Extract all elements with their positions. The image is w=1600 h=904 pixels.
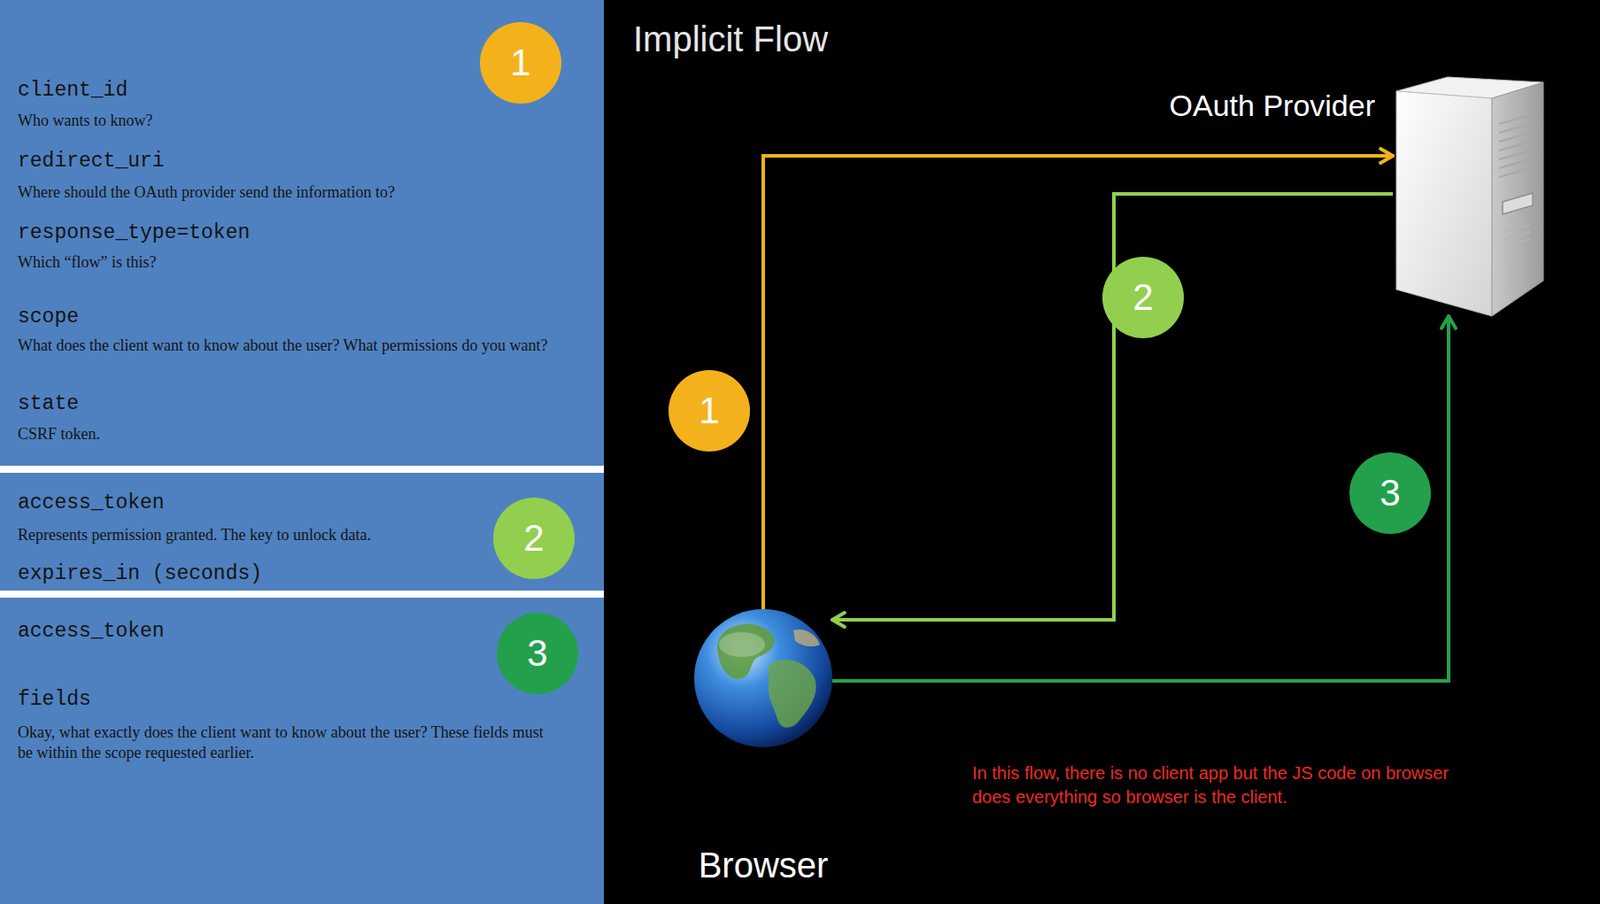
parameter-name: access_token [17, 618, 165, 644]
flow-arrow [832, 316, 1456, 681]
flow-line [832, 316, 1449, 681]
parameter-name: client_id [17, 77, 128, 103]
parameter-description: CSRF token. [17, 424, 549, 445]
arrow-head [1441, 316, 1449, 329]
parameter-name: redirect_uri [17, 148, 165, 174]
parameter-description: Who wants to know? [17, 110, 549, 132]
server-node: OAuth Provider [1392, 71, 1546, 317]
parameter-name: state [17, 391, 79, 417]
diagram-title: Implicit Flow [633, 17, 828, 61]
globe-illustration [694, 609, 833, 748]
parameter-name: fields [17, 687, 92, 712]
callout-number: 3 [496, 612, 579, 695]
flow-line [832, 193, 1393, 620]
flow-arrow [832, 193, 1393, 627]
callout-number: 1 [479, 22, 562, 104]
callout-number: 1 [668, 370, 750, 452]
arrow-head [832, 619, 845, 627]
parameter-name: response_type=token [17, 220, 250, 246]
parameter-description: What does the client want to know about … [17, 335, 554, 356]
parameter-name: scope [17, 304, 79, 330]
callout-number: 2 [493, 497, 575, 580]
flow-arrow [763, 148, 1393, 610]
parameter-description: Represents permission granted. The key t… [17, 525, 479, 546]
callout-number: 3 [1349, 452, 1431, 534]
parameter-description: Which “flow” is this? [17, 252, 549, 273]
arrow-head [1380, 148, 1393, 156]
callout-number: 2 [1102, 256, 1184, 339]
parameter-name: access_token [17, 490, 165, 516]
server-illustration [1396, 77, 1544, 317]
browser-node: Browser [694, 609, 833, 748]
arrow-head [1448, 316, 1456, 329]
parameter-description: Where should the OAuth provider send the… [17, 182, 549, 203]
arrow-head [832, 612, 845, 620]
node-heading: OAuth Provider [1169, 87, 1376, 124]
annotation-note: In this flow, there is no client app but… [972, 761, 1469, 810]
flow-line [763, 155, 1393, 610]
parameter-description: Okay, what exactly does the client want … [17, 722, 554, 764]
node-heading: Browser [641, 844, 886, 886]
parameter-name: expires_in (seconds) [17, 561, 263, 587]
arrow-head [1380, 155, 1393, 163]
